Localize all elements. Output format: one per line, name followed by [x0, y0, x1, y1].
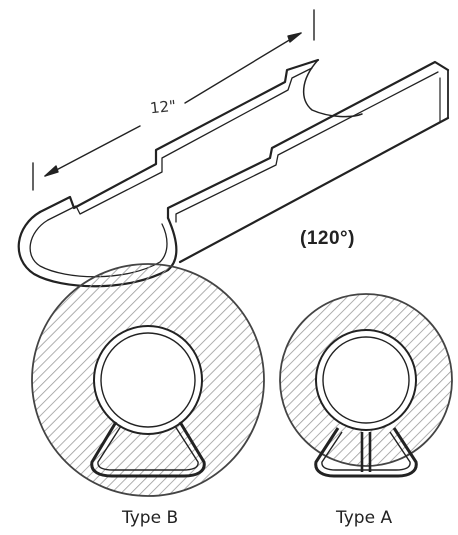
dimension-line [32, 9, 315, 191]
type-b-support [90, 421, 206, 478]
saddle-back-rim [38, 58, 320, 214]
type-b-caption: Type B [122, 508, 179, 528]
saddle-front-rim-inner [175, 71, 439, 223]
type-b-cross-section [31, 263, 265, 497]
type-a-support [314, 427, 418, 478]
type-a-cross-section [279, 293, 453, 478]
dimension-label: 12" [149, 96, 177, 118]
saddle-isometric-drawing [17, 9, 450, 288]
saddle-far-end [303, 59, 363, 118]
saddle-back-rim-inner [47, 67, 313, 221]
saddle-front-rim [166, 60, 450, 220]
type-a-caption: Type A [336, 508, 393, 528]
angle-label: (120°) [300, 228, 355, 249]
saddle-bottom-edge [178, 116, 450, 264]
